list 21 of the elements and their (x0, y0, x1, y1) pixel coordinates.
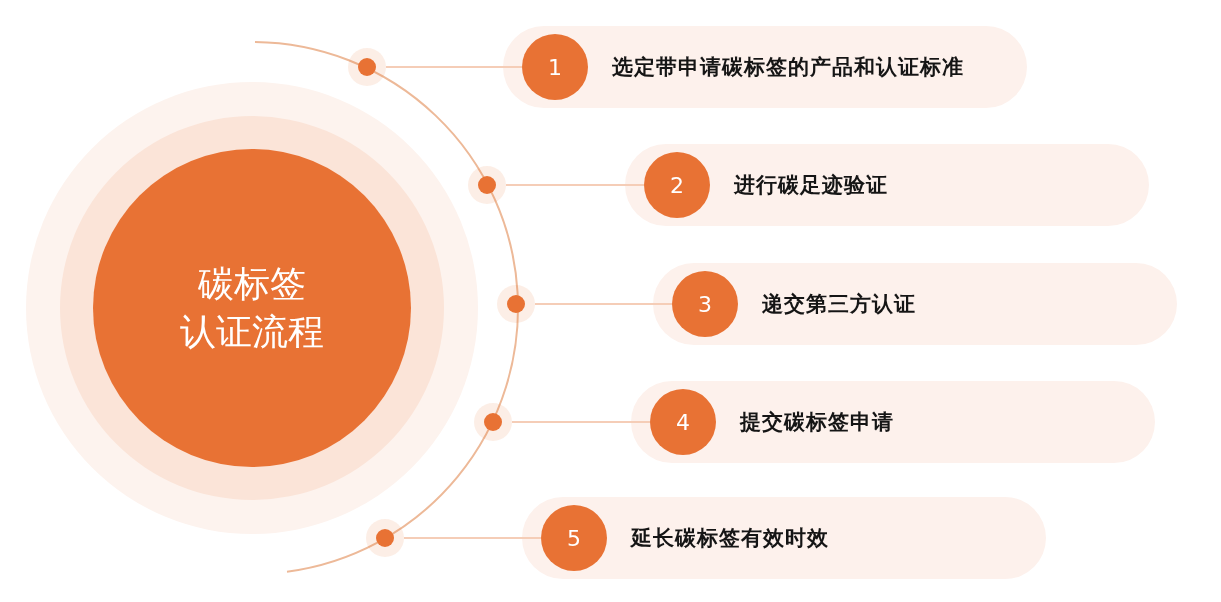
step-label: 选定带申请碳标签的产品和认证标准 (612, 54, 964, 80)
dot-icon (348, 48, 386, 86)
connector-line (385, 66, 523, 68)
step-number-circle: 5 (541, 505, 607, 571)
step-number-circle: 4 (650, 389, 716, 455)
step-number-circle: 1 (522, 34, 588, 100)
step-label: 提交碳标签申请 (740, 409, 894, 435)
dot-icon (468, 166, 506, 204)
connector-line (534, 303, 673, 305)
connector-line (403, 537, 542, 539)
dot-icon (497, 285, 535, 323)
connector-line (505, 184, 645, 186)
hub-title: 碳标签认证流程 (180, 262, 324, 354)
step-label: 递交第三方认证 (762, 291, 916, 317)
step-number-circle: 3 (672, 271, 738, 337)
dot-icon (366, 519, 404, 557)
step-label: 延长碳标签有效时效 (631, 525, 829, 551)
dot-icon (474, 403, 512, 441)
connector-line (511, 421, 651, 423)
step-label: 进行碳足迹验证 (734, 172, 888, 198)
step-number-circle: 2 (644, 152, 710, 218)
